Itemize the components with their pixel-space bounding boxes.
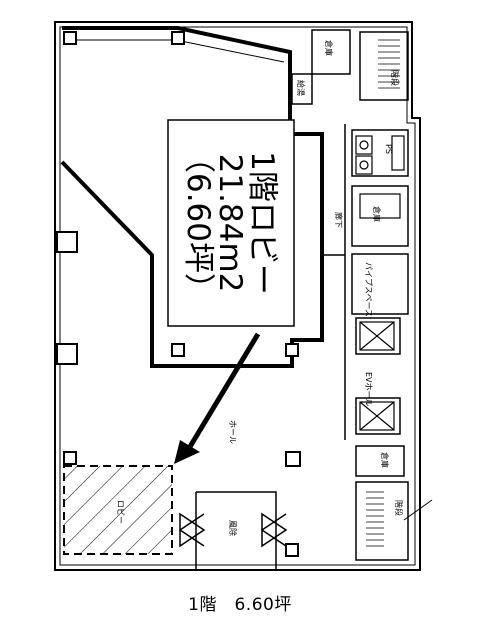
label-kitchenette: 給湯 — [296, 80, 306, 96]
storage-room-bottom — [355, 445, 405, 477]
door-right — [260, 512, 288, 548]
label-entrance: 風除 — [228, 520, 238, 536]
toilet-room — [351, 129, 409, 177]
callout-line2: 21.84m2 — [212, 154, 248, 293]
callout-line1: 1階ロビー — [244, 151, 280, 295]
column — [63, 31, 77, 45]
label-stair-bottom: 階段 — [394, 500, 404, 516]
column — [285, 451, 301, 467]
column — [171, 343, 185, 357]
entrance-frame — [195, 491, 277, 570]
door-left — [178, 512, 206, 548]
label-ps: PS — [384, 144, 393, 154]
label-storage-bottom: 倉庫 — [380, 452, 390, 468]
label-ev-hall: EVホール — [364, 372, 373, 407]
column — [63, 451, 77, 465]
pointer-arrowhead — [174, 440, 200, 464]
floor-area-caption: 1階 6.60坪 — [188, 595, 292, 615]
callout-line3: （6.60坪） — [180, 142, 216, 304]
column — [56, 231, 78, 253]
stair-room-top — [359, 31, 409, 101]
lobby-area — [63, 465, 173, 555]
callout-box — [167, 119, 295, 327]
ev-shaft-top — [355, 317, 401, 355]
column — [285, 543, 299, 557]
warehouse-room — [351, 185, 409, 247]
column — [285, 343, 299, 357]
column — [171, 31, 185, 45]
upper-left-room-wall — [60, 26, 324, 368]
label-corridor: 廊下 — [334, 212, 344, 228]
label-hall: ホール — [228, 420, 237, 444]
label-stair-top: 階段 — [390, 70, 400, 86]
storage-room-top — [311, 29, 351, 75]
pipe-space-room — [351, 253, 409, 315]
stair-room-bottom — [355, 481, 409, 561]
label-storage-top: 倉庫 — [324, 40, 334, 56]
label-warehouse: 倉庫 — [372, 206, 382, 222]
label-lobby: ロビー — [116, 500, 125, 524]
ev-shaft-bottom — [355, 397, 401, 435]
pointer-arrow-line — [185, 332, 261, 452]
label-pipe-space: パイプスペース — [364, 262, 373, 317]
kitchenette-room — [291, 73, 313, 105]
inner-wall — [59, 26, 416, 566]
column — [56, 343, 78, 365]
outer-wall — [54, 21, 421, 571]
